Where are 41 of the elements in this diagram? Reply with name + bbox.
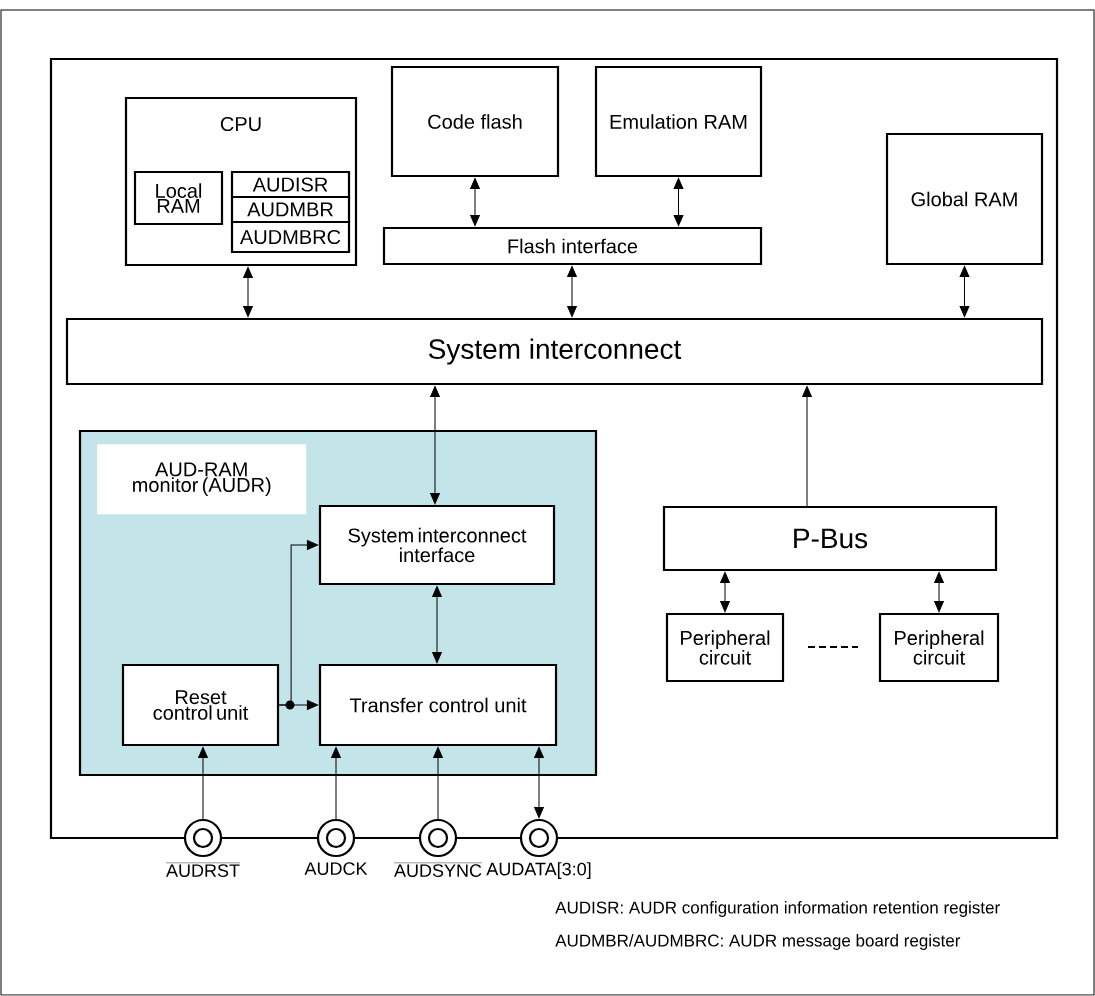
arrow	[934, 571, 944, 613]
footnote: AUDMBR/AUDMBRC: AUDR message board register	[555, 934, 961, 950]
arrow	[534, 746, 544, 819]
memory-box: Global RAM	[885, 132, 1044, 266]
bus-box: P-Bus	[662, 505, 998, 572]
arrow	[802, 385, 812, 507]
pin-label: AUDCK	[304, 862, 368, 875]
arrow	[959, 265, 970, 318]
arrow	[278, 700, 319, 710]
bus-box: System interconnect	[65, 317, 1044, 386]
arrow	[430, 385, 440, 505]
register-box: AUDMBR	[230, 195, 351, 224]
memory-box: Code flash	[390, 65, 560, 178]
unit-box: Transfer control unit	[318, 663, 558, 747]
chip-frame	[49, 57, 1059, 840]
pin-terminal	[418, 818, 458, 858]
interface-box: Flash interface	[382, 226, 763, 266]
peripheral-box: Peripheral circuit	[878, 612, 1000, 683]
pin-terminal	[316, 818, 356, 858]
arrow	[567, 265, 577, 318]
memory-box: Emulation RAM	[594, 65, 763, 178]
arrow	[720, 571, 730, 613]
arrow	[331, 746, 341, 820]
footnote: AUDISR: AUDR configuration information retention register	[555, 901, 1000, 917]
register-box: AUDISR	[230, 170, 351, 199]
pin-terminal	[519, 818, 559, 858]
peripheral-box: Peripheral circuit	[665, 612, 785, 683]
arrow	[673, 177, 684, 227]
interface-box: System interconnect interface	[318, 504, 556, 586]
unit-box: Reset control unit	[121, 663, 280, 747]
arrow	[243, 266, 253, 318]
arrow	[433, 746, 443, 820]
arrow	[470, 177, 480, 227]
register-box: AUDMBRC	[230, 220, 351, 254]
arrow	[432, 585, 442, 664]
pin-terminal	[183, 818, 223, 858]
memory-box: Local RAM	[133, 170, 224, 226]
pin-label: AUDATA[3:0]	[486, 862, 591, 879]
pin-label: AUDSYNC	[393, 862, 483, 877]
arrow	[198, 746, 208, 820]
pin-label: AUDRST	[165, 862, 241, 877]
